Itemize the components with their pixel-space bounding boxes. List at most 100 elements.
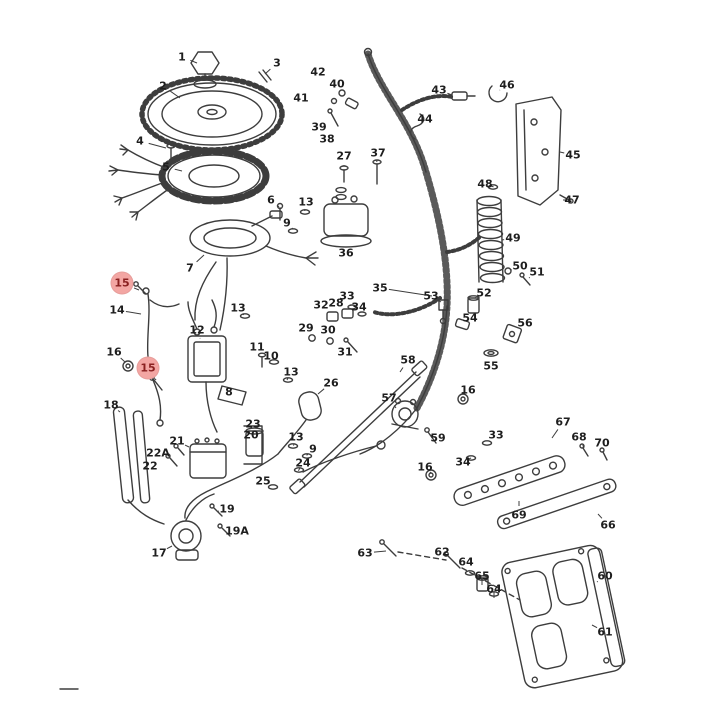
part-label-68: 68 bbox=[571, 430, 587, 444]
part-label-58: 58 bbox=[400, 353, 416, 367]
part-label-70: 70 bbox=[594, 436, 610, 450]
part-label-57: 57 bbox=[381, 391, 397, 405]
part-label-7: 7 bbox=[186, 261, 194, 275]
part-label-12: 12 bbox=[189, 323, 205, 337]
trigger-plate bbox=[189, 210, 319, 266]
part-label-38: 38 bbox=[319, 132, 335, 146]
part-label-66: 66 bbox=[600, 518, 616, 532]
part-label-56: 56 bbox=[517, 316, 533, 330]
part-label-31: 31 bbox=[337, 345, 353, 359]
part-label-33: 33 bbox=[488, 428, 504, 442]
part-label-36: 36 bbox=[338, 246, 354, 260]
part-label-40: 40 bbox=[329, 77, 345, 91]
part-label-54: 54 bbox=[462, 311, 478, 325]
stator bbox=[108, 144, 270, 221]
part-label-63: 63 bbox=[357, 546, 373, 560]
part-label-24: 24 bbox=[295, 456, 311, 470]
part-label-16: 16 bbox=[417, 460, 433, 474]
part-label-27: 27 bbox=[336, 149, 352, 163]
part-label-55: 55 bbox=[483, 359, 499, 373]
part-label-20: 20 bbox=[243, 428, 259, 442]
part-label-16: 16 bbox=[460, 383, 476, 397]
part-label-13: 13 bbox=[298, 195, 314, 209]
part-label-4: 4 bbox=[136, 134, 144, 148]
fuse-holder-26 bbox=[184, 391, 322, 519]
part-label-17: 17 bbox=[151, 546, 167, 560]
part-label-9: 9 bbox=[283, 216, 291, 230]
part-label-9: 9 bbox=[309, 442, 317, 456]
part-label-45: 45 bbox=[565, 148, 581, 162]
part-label-48: 48 bbox=[477, 177, 493, 191]
mounting-bracket-45 bbox=[487, 85, 574, 206]
part-label-69: 69 bbox=[511, 508, 527, 522]
terminal-strip-49 bbox=[476, 195, 531, 286]
part-label-23: 23 bbox=[245, 417, 261, 431]
part-label-64: 64 bbox=[458, 555, 474, 569]
part-label-32: 32 bbox=[313, 298, 329, 312]
part-label-13: 13 bbox=[288, 430, 304, 444]
part-label-60: 60 bbox=[597, 569, 613, 583]
part-label-62: 62 bbox=[434, 545, 450, 559]
part-label-25: 25 bbox=[255, 474, 271, 488]
bracket-straps-18 bbox=[112, 406, 165, 525]
part-label-46: 46 bbox=[499, 78, 515, 92]
part-label-67: 67 bbox=[555, 415, 571, 429]
part-label-37: 37 bbox=[370, 146, 386, 160]
part-label-33: 33 bbox=[339, 289, 355, 303]
part-label-42: 42 bbox=[310, 65, 326, 79]
part-label-50: 50 bbox=[512, 259, 528, 273]
part-label-22A: 22A bbox=[146, 446, 170, 460]
parts-52-56 bbox=[438, 295, 523, 357]
part-label-35: 35 bbox=[372, 281, 388, 295]
part-label-64: 64 bbox=[486, 582, 502, 596]
mounting-plate-61 bbox=[501, 544, 626, 689]
part-label-47: 47 bbox=[564, 193, 580, 207]
wire-leads-14 bbox=[122, 281, 180, 427]
part-label-14: 14 bbox=[109, 303, 125, 317]
battery-cables bbox=[289, 360, 437, 495]
part-label-28: 28 bbox=[328, 296, 344, 310]
part-label-51: 51 bbox=[529, 265, 545, 279]
bolt-4 bbox=[166, 143, 176, 159]
highlighted-callout-15[interactable]: 15 bbox=[110, 271, 134, 295]
part-label-10: 10 bbox=[263, 349, 279, 363]
part-label-16: 16 bbox=[106, 345, 122, 359]
coil-20 bbox=[243, 425, 264, 465]
part-label-1: 1 bbox=[178, 50, 186, 64]
part-label-53: 53 bbox=[423, 289, 439, 303]
part-label-43: 43 bbox=[431, 83, 447, 97]
part-label-59: 59 bbox=[430, 431, 446, 445]
highlighted-callout-15[interactable]: 15 bbox=[136, 356, 160, 380]
part-label-19: 19 bbox=[219, 502, 235, 516]
part-label-65: 65 bbox=[474, 569, 490, 583]
part-label-41: 41 bbox=[293, 91, 309, 105]
part-label-30: 30 bbox=[320, 323, 336, 337]
part-label-13: 13 bbox=[283, 365, 299, 379]
wiring-harness bbox=[327, 47, 483, 455]
part-label-18: 18 bbox=[103, 398, 119, 412]
part-label-61: 61 bbox=[597, 625, 613, 639]
part-label-13: 13 bbox=[230, 301, 246, 315]
rectifier-21 bbox=[165, 437, 227, 479]
ignition-coil bbox=[320, 195, 372, 248]
part-label-3: 3 bbox=[273, 56, 281, 70]
part-label-34: 34 bbox=[455, 455, 471, 469]
fasteners-62-65 bbox=[379, 539, 521, 601]
part-label-29: 29 bbox=[298, 321, 314, 335]
part-label-21: 21 bbox=[169, 434, 185, 448]
connector-cluster bbox=[308, 304, 367, 353]
part-label-22: 22 bbox=[142, 459, 158, 473]
terminals-lower bbox=[267, 443, 313, 490]
part-label-34: 34 bbox=[351, 300, 367, 314]
part-label-52: 52 bbox=[476, 286, 492, 300]
part-label-26: 26 bbox=[323, 376, 339, 390]
coil-12 bbox=[187, 257, 251, 433]
part-label-6: 6 bbox=[267, 193, 275, 207]
part-label-8: 8 bbox=[225, 385, 233, 399]
part-label-2: 2 bbox=[159, 79, 167, 93]
part-label-5: 5 bbox=[162, 160, 170, 174]
fasteners-27-37 bbox=[335, 159, 382, 201]
